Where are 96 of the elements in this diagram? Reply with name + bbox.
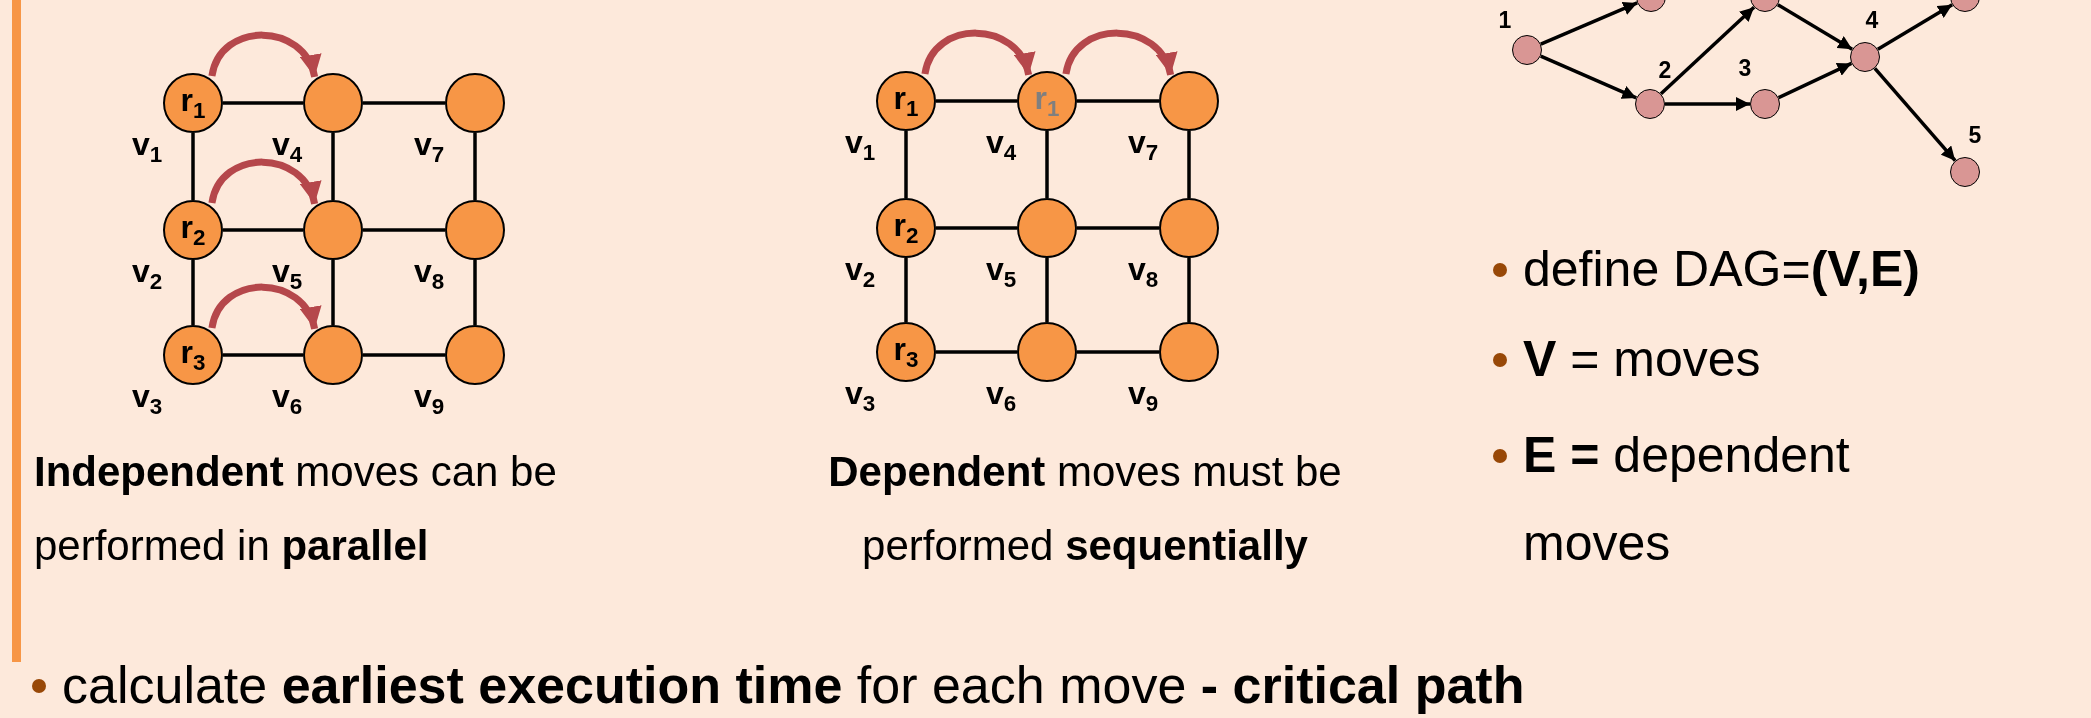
- vertex-label: v$_{9}$: [413, 379, 445, 419]
- vertex-label: v$_{7}$: [413, 127, 445, 167]
- curved-arrow: [1062, 29, 1175, 76]
- connector-line: [1077, 99, 1159, 103]
- vertex-circle: [876, 322, 936, 382]
- vertex-label: v$_{1}$: [844, 125, 876, 165]
- connector-line: [904, 258, 908, 322]
- connector-line: [191, 260, 195, 325]
- arrow: [1776, 3, 1854, 51]
- connector-line: [1187, 258, 1191, 322]
- connector-line: [936, 350, 1017, 354]
- arrow: [1540, 54, 1637, 100]
- robot-label: r$_{1}$: [893, 81, 919, 121]
- arrow: [1665, 97, 1750, 111]
- connector-line: [363, 228, 445, 232]
- connector-line: [1187, 131, 1191, 198]
- connector-line: [904, 131, 908, 198]
- curved-arrow: [208, 158, 319, 205]
- connector-line: [1045, 258, 1049, 322]
- vertex-label: v$_{1}$: [131, 127, 163, 167]
- caption-text: Independent moves can be performed in parallel: [34, 447, 558, 571]
- vertex-circle: [876, 71, 936, 131]
- arrow: [1659, 5, 1756, 96]
- robot-label: r$_{1}$: [1034, 81, 1060, 121]
- vertex-number: 3: [1738, 56, 1752, 80]
- vertex-label: v$_{3}$: [844, 376, 876, 416]
- caption-text: Dependent moves must be performed sequentially: [827, 447, 1343, 571]
- vertex-circle: [303, 325, 363, 385]
- vertex-number: 1: [1498, 8, 1512, 32]
- vertex-label: v$_{4}$: [985, 125, 1017, 165]
- dag-vertex: [1512, 35, 1542, 65]
- vertex-label: v$_{5}$: [985, 252, 1017, 292]
- dag-vertex: [1950, 157, 1980, 187]
- connector-line: [1045, 131, 1049, 198]
- vertex-label: v$_{5}$: [271, 254, 303, 294]
- vertex-number: 4: [1865, 8, 1879, 32]
- vertex-circle: [163, 325, 223, 385]
- vertex-circle: [163, 200, 223, 260]
- robot-label: r$_{1}$: [180, 83, 206, 123]
- vertex-circle: [1159, 322, 1219, 382]
- robot-label: r$_{2}$: [893, 208, 919, 248]
- curved-arrow: [208, 31, 319, 78]
- curved-arrow: [921, 29, 1033, 76]
- curved-arrow: [208, 283, 319, 330]
- vertex-circle: [163, 73, 223, 133]
- bullet-text: define DAG=(V,E): [1523, 240, 1920, 299]
- connector-line: [936, 226, 1017, 230]
- connector-line: [223, 353, 303, 357]
- robot-label: r$_{2}$: [180, 210, 206, 250]
- dag-vertex: [1850, 42, 1880, 72]
- connector-line: [331, 133, 335, 200]
- vertex-circle: [1159, 198, 1219, 258]
- connector-line: [191, 133, 195, 200]
- connector-line: [363, 101, 445, 105]
- connector-line: [331, 260, 335, 325]
- vertex-number: 5: [1968, 123, 1982, 147]
- connector-line: [363, 353, 445, 357]
- robot-label: r$_{3}$: [180, 335, 206, 375]
- vertex-circle: [303, 200, 363, 260]
- dag-vertex: [1750, 89, 1780, 119]
- vertex-circle: [1017, 71, 1077, 131]
- vertex-circle: [445, 200, 505, 260]
- vertex-number: 2: [1658, 58, 1672, 82]
- vertex-circle: [445, 325, 505, 385]
- connector-line: [1077, 350, 1159, 354]
- vertex-label: v$_{3}$: [131, 379, 163, 419]
- arrow: [1873, 67, 1957, 162]
- vertex-label: v$_{2}$: [131, 254, 163, 294]
- vertex-circle: [1017, 198, 1077, 258]
- connector-line: [473, 260, 477, 325]
- vertex-circle: [876, 198, 936, 258]
- vertex-label: v$_{8}$: [1127, 252, 1159, 292]
- connector-line: [223, 101, 303, 105]
- vertex-circle: [303, 73, 363, 133]
- vertex-label: v$_{6}$: [985, 376, 1017, 416]
- bullet-text: E = dependent moves: [1523, 426, 1851, 573]
- vertex-label: v$_{9}$: [1127, 376, 1159, 416]
- vertex-circle: [1017, 322, 1077, 382]
- vertex-circle: [1159, 71, 1219, 131]
- connector-line: [473, 133, 477, 200]
- robot-label: r$_{3}$: [893, 332, 919, 372]
- dag-vertex: [1635, 89, 1665, 119]
- vertex-label: v$_{7}$: [1127, 125, 1159, 165]
- arrow: [1876, 3, 1954, 51]
- arrow: [1540, 1, 1638, 46]
- connector-line: [936, 99, 1017, 103]
- vertex-circle: [445, 73, 505, 133]
- connector-line: [1077, 226, 1159, 230]
- connector-line: [223, 228, 303, 232]
- bullet-text: calculate earliest execution time for each move - critical path: [62, 656, 1525, 716]
- arrow: [1777, 61, 1853, 100]
- bullet-text: V = moves: [1523, 330, 1761, 389]
- vertex-label: v$_{8}$: [413, 254, 445, 294]
- vertex-label: v$_{4}$: [271, 127, 303, 167]
- vertex-label: v$_{2}$: [844, 252, 876, 292]
- vertex-label: v$_{6}$: [271, 379, 303, 419]
